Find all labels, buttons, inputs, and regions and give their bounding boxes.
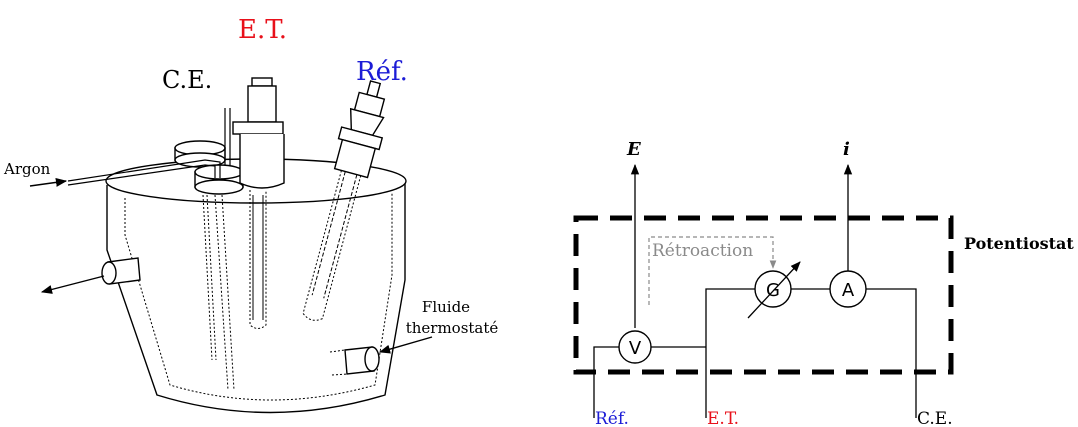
voltmeter-label: V <box>629 338 642 359</box>
cell-label-ref: Réf. <box>356 57 408 87</box>
cell-vessel <box>106 180 406 414</box>
potentiostat-label: Potentiostat <box>964 234 1074 253</box>
front-electrode <box>194 164 244 391</box>
ammeter: A <box>829 270 867 308</box>
generator-variable-arrow <box>747 261 801 319</box>
side-port-outlet <box>101 257 141 285</box>
cell-label-argon: Argon <box>3 160 51 178</box>
cell-label-fluide-2: thermostaté <box>406 319 499 337</box>
generator-label: G <box>766 280 780 301</box>
argon-arrow <box>29 177 68 187</box>
cell-label-fluide-1: Fluide <box>422 298 470 316</box>
wire-et <box>705 288 755 418</box>
wire-ref <box>593 346 619 418</box>
terminal-et: E.T. <box>707 409 739 427</box>
cell-label-et: E.T. <box>238 15 287 45</box>
cell-inner-wall <box>124 192 393 401</box>
wire-ce <box>866 288 917 418</box>
potentiostat-box <box>573 215 954 375</box>
cell-label-ce: C.E. <box>162 66 212 94</box>
argon-tube <box>67 159 221 186</box>
outlet-arrow <box>40 275 105 294</box>
e-label: E <box>626 139 641 160</box>
working-electrode <box>232 77 285 329</box>
generator: G <box>747 261 801 319</box>
fluid-arrow <box>378 336 433 354</box>
reference-electrode <box>302 80 386 321</box>
terminal-ref: Réf. <box>595 409 629 427</box>
electrochemical-cell <box>29 77 433 414</box>
counter-electrode <box>174 108 231 361</box>
feedback-line <box>648 236 777 305</box>
ammeter-label: A <box>842 280 855 301</box>
terminal-ce: C.E. <box>917 409 953 427</box>
i-label: i <box>843 139 850 160</box>
voltmeter: V <box>618 330 652 364</box>
side-port-inlet <box>329 346 380 376</box>
feedback-label: Rétroaction <box>652 241 753 261</box>
potentiostat-circuit: V G A E i Rétroaction Potentiostat Réf. … <box>573 139 1074 427</box>
